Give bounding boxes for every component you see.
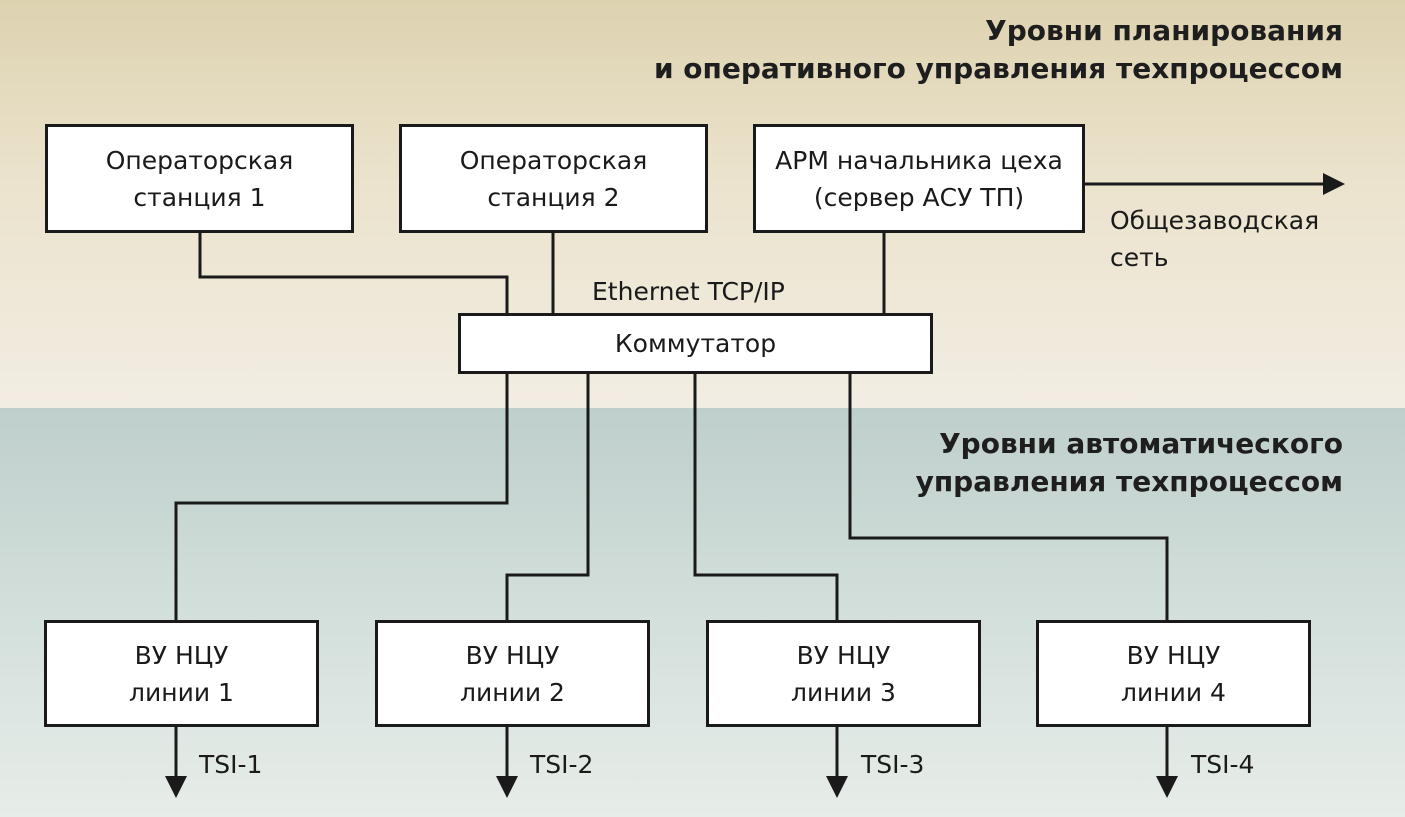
box-line: АРМ начальника цеха [775,145,1063,175]
box-line: линии 3 [791,677,896,707]
planning-heading-line-1: Уровни планирования [985,14,1343,47]
switch-label: Коммутатор [614,329,777,358]
box-line: линии 1 [129,677,234,707]
automation-level-background [0,408,1405,817]
tsi-1-label: TSI-1 [199,750,263,779]
box-line: станция 2 [487,182,620,212]
link-unit-3 [693,373,839,622]
arrow-tsi-3 [826,776,848,798]
box-line: станция 1 [133,182,266,212]
box-line: Операторская [459,145,648,175]
control-unit-line-2: ВУ НЦУ линии 2 [375,620,650,727]
network-switch: Коммутатор [458,313,933,374]
automation-heading-line-2: управления техпроцессом [915,465,1343,498]
link-station-1 [198,232,509,315]
arrow-tsi-4 [1156,776,1178,798]
planning-level-heading: Уровни планирования и оперативного управ… [654,12,1343,88]
tsi-4-label: TSI-4 [1191,750,1255,779]
box-line: (сервер АСУ ТП) [813,182,1025,212]
ethernet-label: Ethernet TCP/IP [592,277,785,306]
plant-network-line-2: сеть [1110,243,1169,272]
link-unit-2 [505,373,590,622]
box-line: ВУ НЦУ [1126,640,1221,670]
box-line: ВУ НЦУ [134,640,229,670]
link-unit-1 [174,373,509,622]
operator-station-1: Операторская станция 1 [45,124,354,233]
box-line: линии 2 [460,677,565,707]
box-line: Операторская [105,145,294,175]
arrow-plant-network [1323,173,1345,195]
arrow-tsi-2 [496,776,518,798]
planning-heading-line-2: и оперативного управления техпроцессом [653,52,1343,85]
box-line: линии 4 [1121,677,1226,707]
control-unit-line-4: ВУ НЦУ линии 4 [1036,620,1311,727]
plant-network-label: Общезаводская сеть [1110,202,1319,276]
automation-heading-line-1: Уровни автоматического [939,427,1343,460]
operator-station-2: Операторская станция 2 [399,124,708,233]
arrow-tsi-1 [165,776,187,798]
box-line: ВУ НЦУ [796,640,891,670]
control-unit-line-3: ВУ НЦУ линии 3 [706,620,981,727]
automation-level-heading: Уровни автоматического управления техпро… [916,425,1343,501]
control-unit-line-1: ВУ НЦУ линии 1 [44,620,319,727]
tsi-3-label: TSI-3 [861,750,925,779]
tsi-2-label: TSI-2 [530,750,594,779]
box-line: ВУ НЦУ [465,640,560,670]
plant-network-line-1: Общезаводская [1110,206,1320,235]
shop-manager-workstation: АРМ начальника цеха (сервер АСУ ТП) [753,124,1085,233]
link-unit-4 [848,373,1169,622]
